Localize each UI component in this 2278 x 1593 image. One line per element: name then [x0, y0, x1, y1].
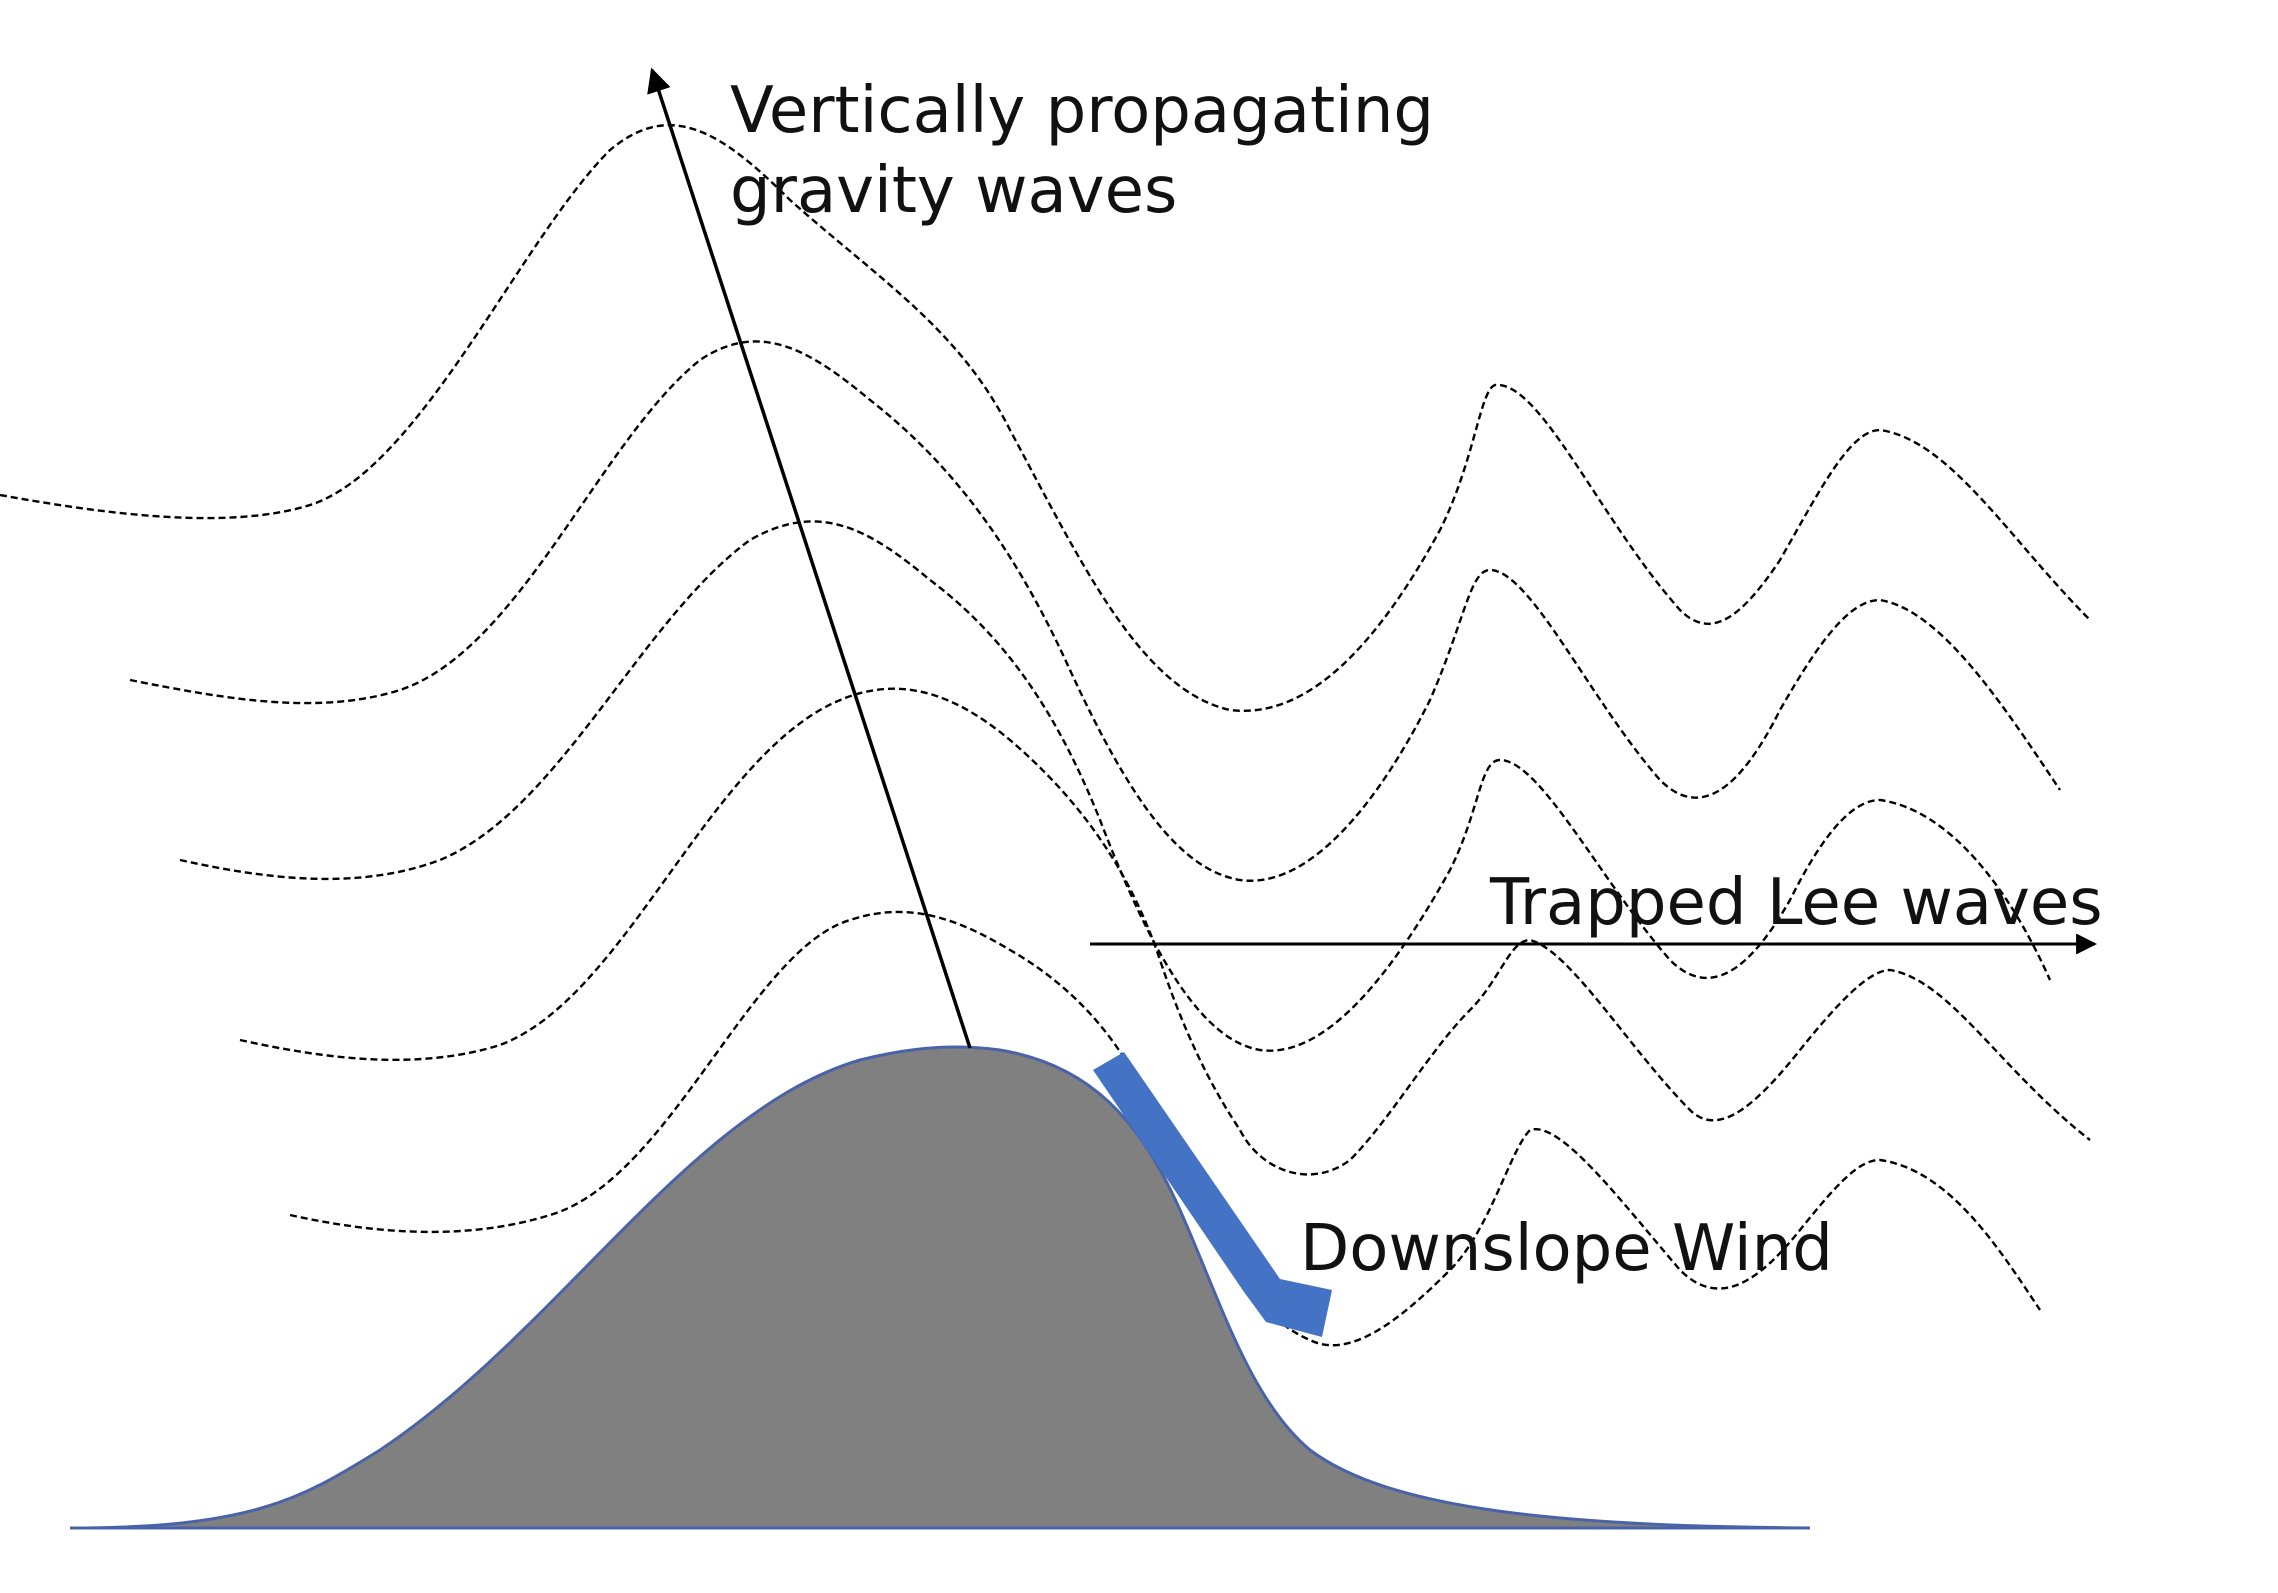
streamline-3	[179, 520, 2052, 1052]
streamline-5	[289, 910, 2041, 1347]
label-trapped-lee-waves: Trapped Lee waves	[1489, 866, 2103, 940]
label-vertical-line2: gravity waves	[730, 154, 1177, 228]
vertical-propagation-arrow	[647, 67, 972, 1049]
streamline-4	[239, 687, 2091, 1176]
mountain	[69, 1045, 1811, 1530]
streamline-1	[0, 124, 2091, 713]
label-downslope-wind: Downslope Wind	[1300, 1212, 1833, 1286]
label-vertical-line1: Vertically propagating	[730, 74, 1434, 148]
downslope-wind-arrow	[1093, 1052, 1332, 1337]
streamline-2	[129, 340, 2061, 882]
wave-streamlines	[0, 124, 2091, 1347]
